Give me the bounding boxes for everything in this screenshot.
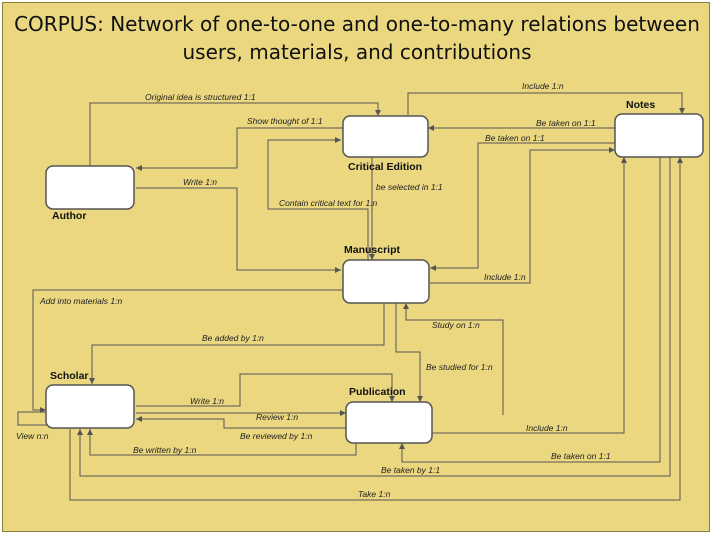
connector-include-critical-notes	[407, 92, 685, 115]
relation-label-original-idea: Original idea is structured 1:1	[145, 92, 256, 102]
relation-label-write-scholar: Write 1:n	[190, 396, 224, 406]
relation-labels: Original idea is structured 1:1 Show tho…	[16, 81, 611, 499]
scholar-label: Scholar	[50, 370, 89, 382]
node-critical-edition: Critical Edition	[342, 115, 429, 173]
relation-label-view: View n:n	[16, 431, 49, 441]
connector-view	[17, 411, 51, 426]
connector-be-studied-for	[395, 303, 423, 402]
relation-label-be-taken-on-publication: Be taken on 1:1	[551, 451, 611, 461]
connector-write-scholar	[136, 373, 395, 407]
connector-include-manuscript-notes	[430, 147, 615, 284]
relation-label-write-author: Write 1:n	[183, 177, 217, 187]
relation-label-include-publication-notes: Include 1:n	[526, 423, 568, 433]
relation-label-be-selected: be selected in 1:1	[376, 182, 443, 192]
connector-be-written-by	[87, 429, 357, 456]
relation-label-be-taken-by: Be taken by 1:1	[381, 465, 440, 475]
node-manuscript: Manuscript	[342, 244, 430, 304]
author-label: Author	[52, 210, 86, 222]
relation-label-contain-critical-text: Contain critical text for 1:n	[279, 198, 378, 208]
manuscript-box	[342, 259, 430, 304]
notes-box	[614, 113, 704, 158]
connector-include-publication-notes	[432, 157, 627, 434]
relation-label-be-written-by: Be written by 1:n	[133, 445, 197, 455]
connector-be-reviewed-by	[136, 416, 346, 429]
connector-be-taken-on-publication	[399, 157, 661, 463]
connector-original-idea	[89, 102, 381, 166]
relation-label-study-on: Study on 1:n	[432, 320, 480, 330]
scholar-box	[45, 384, 135, 429]
page-title: CORPUS: Network of one-to-one and one-to…	[14, 12, 700, 64]
notes-label: Notes	[626, 99, 655, 111]
author-box	[45, 165, 135, 210]
manuscript-label: Manuscript	[344, 244, 401, 256]
relation-label-be-taken-on-critical: Be taken on 1:1	[536, 118, 596, 128]
node-publication: Publication	[345, 386, 433, 444]
connectors	[17, 92, 685, 501]
connector-contain-critical-text	[267, 137, 369, 260]
relation-label-be-studied-for: Be studied for 1:n	[426, 362, 493, 372]
critical-edition-label: Critical Edition	[348, 161, 422, 173]
relation-label-be-added-by: Be added by 1:n	[202, 333, 264, 343]
connector-add-into-materials	[32, 289, 343, 413]
connector-study-on	[403, 303, 504, 415]
relation-label-include-critical-notes: Include 1:n	[522, 81, 564, 91]
connector-write-author	[136, 187, 341, 273]
relation-label-review: Review 1:n	[256, 412, 298, 422]
node-notes: Notes	[614, 99, 704, 158]
relation-label-include-manuscript-notes: Include 1:n	[484, 272, 526, 282]
node-scholar: Scholar	[45, 370, 135, 429]
critical-edition-box	[342, 115, 429, 158]
connector-show-thought	[136, 127, 343, 171]
connector-be-taken-by	[77, 157, 671, 477]
relation-label-show-thought: Show thought of 1:1	[247, 116, 323, 126]
connector-be-added-by	[89, 303, 385, 384]
node-author: Author	[45, 165, 135, 222]
publication-box	[345, 401, 433, 444]
connector-be-taken-on-manuscript	[430, 142, 615, 271]
connector-take	[69, 157, 683, 501]
relation-label-be-taken-on-manuscript: Be taken on 1:1	[485, 133, 545, 143]
publication-label: Publication	[349, 386, 406, 398]
relation-label-be-reviewed-by: Be reviewed by 1:n	[240, 431, 313, 441]
relation-label-take: Take 1:n	[358, 489, 391, 499]
relation-label-add-into-materials: Add into materials 1:n	[39, 296, 122, 306]
